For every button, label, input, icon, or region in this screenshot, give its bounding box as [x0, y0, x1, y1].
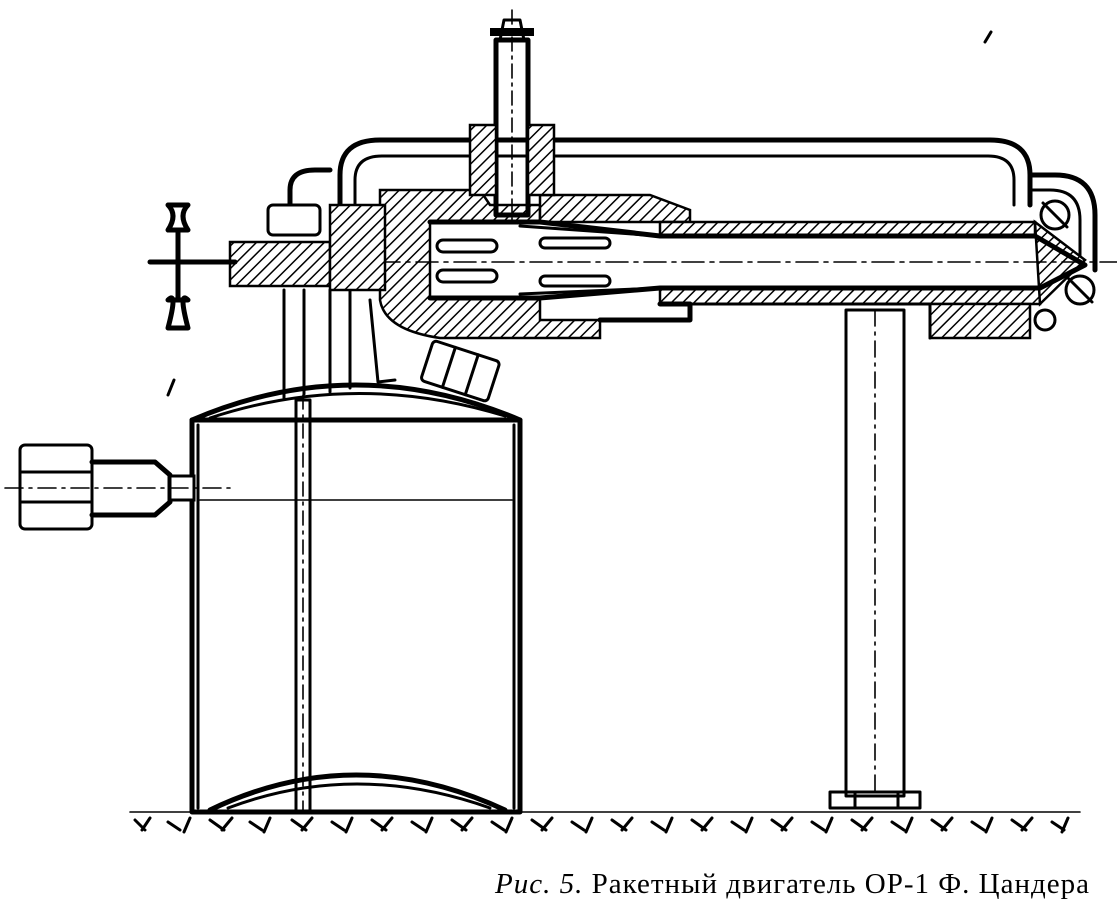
figure-caption: Рис. 5. Ракетный двигатель ОР-1 Ф. Цанде… [0, 868, 1090, 901]
ground-hatching [129, 811, 1081, 834]
fuel-tank [189, 382, 523, 815]
combustion-chamber [149, 188, 1117, 340]
cooling-pipes [287, 137, 1098, 273]
side-fitting [4, 443, 236, 531]
stray-marks [166, 30, 993, 397]
nozzle-flange [1033, 199, 1096, 332]
top-spindle [468, 9, 556, 221]
figure-label: Рис. 5. [495, 868, 584, 900]
filler-cap [420, 339, 501, 403]
engine-drawing [4, 9, 1117, 834]
injector-slots [435, 224, 662, 296]
tank-supports [282, 288, 397, 400]
hand-valve [147, 202, 387, 331]
figure-title: Ракетный двигатель ОР-1 Ф. Цандера [591, 868, 1090, 900]
engine-stand [828, 308, 922, 810]
